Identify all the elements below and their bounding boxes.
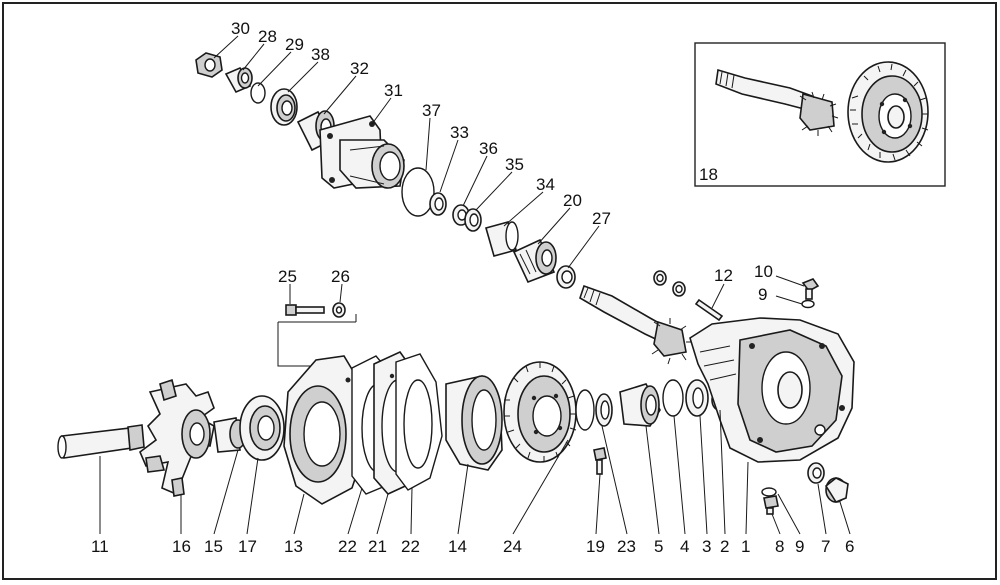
part-9-washer-lower bbox=[761, 487, 777, 497]
callout-21: 21 bbox=[368, 537, 387, 556]
part-12-pin bbox=[694, 298, 724, 322]
part-17-seal bbox=[239, 395, 285, 461]
callout-2: 2 bbox=[720, 537, 729, 556]
part-9-washer-upper bbox=[801, 299, 815, 309]
part-34-spacer bbox=[485, 221, 519, 257]
callout-5: 5 bbox=[654, 537, 663, 556]
part-10-bolt bbox=[801, 278, 820, 300]
part-38-seal bbox=[270, 88, 298, 126]
part-5-bearing bbox=[619, 383, 661, 427]
callout-38: 38 bbox=[311, 45, 330, 64]
pinion-shaft bbox=[579, 284, 692, 365]
callout-14: 14 bbox=[448, 537, 467, 556]
callout-9-upper: 9 bbox=[758, 285, 767, 304]
part-24-crown-gear bbox=[503, 361, 577, 463]
part-20-bearing bbox=[512, 238, 557, 284]
callout-15: 15 bbox=[204, 537, 223, 556]
part-23-ring-b bbox=[595, 393, 613, 427]
callout-labels: 30 28 29 38 32 31 37 33 36 35 34 20 27 1… bbox=[91, 19, 854, 556]
callout-36: 36 bbox=[479, 139, 498, 158]
callout-9-lower: 9 bbox=[795, 537, 804, 556]
callout-22-a: 22 bbox=[338, 537, 357, 556]
inset-box bbox=[694, 42, 946, 187]
part-30-nut bbox=[195, 52, 223, 78]
part-33-washer bbox=[429, 192, 447, 216]
part-26-nut bbox=[332, 302, 346, 318]
part-6-plug bbox=[824, 477, 849, 503]
callout-31: 31 bbox=[384, 81, 403, 100]
part-29-ring bbox=[250, 82, 266, 104]
callout-23: 23 bbox=[617, 537, 636, 556]
callout-10: 10 bbox=[754, 262, 773, 281]
callout-33: 33 bbox=[450, 123, 469, 142]
callout-7: 7 bbox=[821, 537, 830, 556]
callout-25: 25 bbox=[278, 267, 297, 286]
callout-20: 20 bbox=[563, 191, 582, 210]
callout-8: 8 bbox=[775, 537, 784, 556]
callout-24: 24 bbox=[503, 537, 522, 556]
callout-30: 30 bbox=[231, 19, 250, 38]
part-23-ring bbox=[575, 389, 595, 431]
part-35-ring bbox=[464, 208, 482, 232]
callout-1: 1 bbox=[741, 537, 750, 556]
part-25-bolt bbox=[285, 304, 325, 316]
callout-18: 18 bbox=[699, 165, 718, 184]
callout-22-b: 22 bbox=[401, 537, 420, 556]
part-4-ring bbox=[662, 379, 684, 417]
callout-13: 13 bbox=[284, 537, 303, 556]
part-37-oring bbox=[401, 167, 435, 217]
part-3-ring bbox=[685, 379, 709, 417]
part-1-housing bbox=[689, 317, 855, 463]
part-31-housing bbox=[319, 115, 405, 189]
callout-4: 4 bbox=[680, 537, 689, 556]
callout-34: 34 bbox=[536, 175, 555, 194]
callout-16: 16 bbox=[172, 537, 191, 556]
part-27-washer bbox=[556, 265, 576, 289]
part-36-ring bbox=[452, 204, 470, 226]
callout-17: 17 bbox=[238, 537, 257, 556]
leader-lines bbox=[99, 35, 851, 535]
part-13-cover bbox=[283, 355, 369, 505]
part-16-hub bbox=[139, 378, 215, 497]
callout-11: 11 bbox=[91, 537, 109, 556]
part-11-shaft bbox=[57, 424, 145, 459]
part-19-bolt bbox=[593, 447, 607, 475]
part-7-washer bbox=[807, 462, 825, 484]
callout-28: 28 bbox=[258, 27, 277, 46]
inset-crown-gear bbox=[847, 61, 929, 163]
part-8-bolt bbox=[763, 495, 779, 515]
callout-3: 3 bbox=[702, 537, 711, 556]
part-22-gasket-b bbox=[395, 353, 443, 491]
callout-37: 37 bbox=[422, 101, 441, 120]
callout-35: 35 bbox=[505, 155, 524, 174]
callout-12: 12 bbox=[714, 266, 733, 285]
part-14-bearing bbox=[445, 375, 503, 471]
inset-pinion-shaft bbox=[715, 68, 839, 136]
small-rings bbox=[653, 270, 686, 297]
part-28-bearing bbox=[224, 66, 253, 94]
callout-32: 32 bbox=[350, 59, 369, 78]
callout-6: 6 bbox=[845, 537, 854, 556]
callout-27: 27 bbox=[592, 209, 611, 228]
bolt-bracket-line bbox=[277, 314, 357, 367]
callout-29: 29 bbox=[285, 35, 304, 54]
callout-19: 19 bbox=[586, 537, 605, 556]
callout-26: 26 bbox=[331, 267, 350, 286]
